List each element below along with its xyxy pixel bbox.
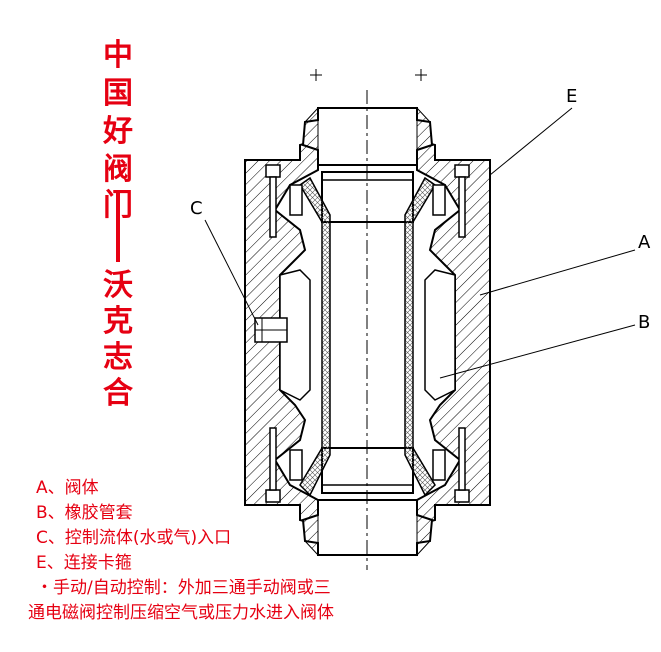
brand-char: 志 xyxy=(103,340,133,375)
legend-item-b: B、橡胶管套 xyxy=(36,503,133,523)
control-fluid-inlet xyxy=(254,317,288,343)
callout-e: E xyxy=(566,86,578,107)
top-ferrule xyxy=(301,106,434,223)
valve-body xyxy=(244,138,491,527)
brand-char: 合 xyxy=(103,376,133,411)
leader-lines xyxy=(204,107,636,379)
legend-item-a: A、阀体 xyxy=(36,478,99,498)
brand-char: 阀 xyxy=(103,152,133,187)
callout-c: C xyxy=(190,198,203,219)
corner-marks xyxy=(310,69,427,81)
legend-item-e: E、连接卡箍 xyxy=(36,553,132,573)
rubber-sleeve xyxy=(298,176,437,497)
brand-char: 国 xyxy=(103,76,133,111)
bolts xyxy=(265,164,470,503)
brand-char: 沃 xyxy=(103,268,133,303)
callout-b: B xyxy=(638,312,651,333)
legend-note-line2: 通电磁阀控制压缩空气或压力水进入阀体 xyxy=(28,603,334,623)
brand-divider xyxy=(116,192,120,262)
brand-char: 克 xyxy=(103,304,133,339)
callout-a: A xyxy=(638,232,651,253)
brand-char: 中 xyxy=(103,38,133,73)
legend-note-line1: ・手动/自动控制：外加三通手动阀或三 xyxy=(36,578,331,598)
brand-char: 好 xyxy=(103,114,133,149)
legend-item-c: C、控制流体(水或气)入口 xyxy=(36,528,232,548)
